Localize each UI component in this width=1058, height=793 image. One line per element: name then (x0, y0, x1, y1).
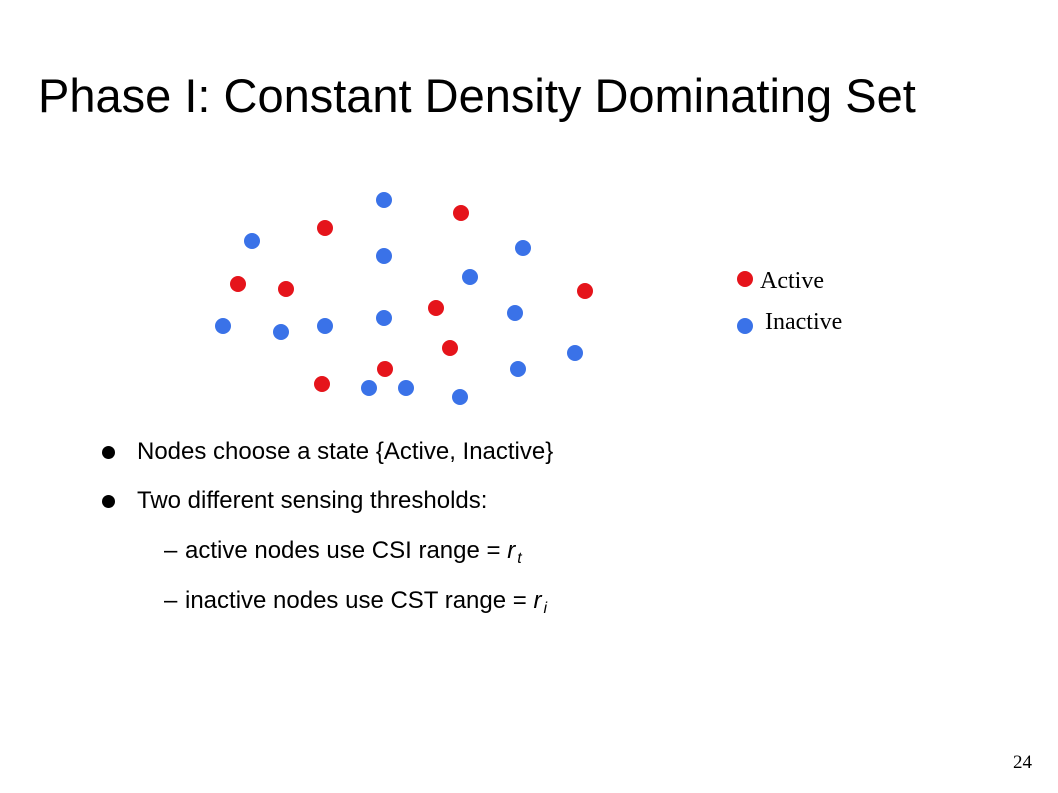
bullet-item: Two different sensing thresholds: (137, 487, 488, 514)
inactive-node (361, 380, 377, 396)
inactive-node (452, 389, 468, 405)
legend-inactive-label: Inactive (765, 309, 843, 335)
inactive-node (398, 380, 414, 396)
legend-inactive-swatch (737, 318, 753, 334)
active-node (278, 281, 294, 297)
legend-active-swatch (737, 271, 753, 287)
active-node (314, 376, 330, 392)
active-node (577, 283, 593, 299)
active-node (317, 220, 333, 236)
inactive-node (376, 192, 392, 208)
inactive-node (462, 269, 478, 285)
bullet-marker (102, 495, 115, 508)
active-node (230, 276, 246, 292)
bullet-marker (102, 446, 115, 459)
slide-title: Phase I: Constant Density Dominating Set (38, 69, 916, 122)
sub-bullet-text: active nodes use CSI range = (185, 537, 508, 564)
inactive-node (215, 318, 231, 334)
subscript: t (517, 550, 522, 567)
inactive-node (244, 233, 260, 249)
node-scatter (215, 192, 593, 405)
bullet-item: Nodes choose a state {Active, Inactive} (137, 438, 554, 465)
active-node (453, 205, 469, 221)
legend (737, 271, 753, 334)
active-node (428, 300, 444, 316)
inactive-node (273, 324, 289, 340)
inactive-node (507, 305, 523, 321)
inactive-node (376, 310, 392, 326)
variable-r: r (507, 537, 516, 564)
subscript: i (543, 600, 547, 617)
active-node (377, 361, 393, 377)
legend-active-label: Active (760, 268, 824, 294)
inactive-node (510, 361, 526, 377)
active-node (442, 340, 458, 356)
inactive-node (376, 248, 392, 264)
inactive-node (515, 240, 531, 256)
variable-r: r (533, 587, 542, 614)
inactive-node (317, 318, 333, 334)
sub-bullet-text: inactive nodes use CST range = (185, 587, 534, 614)
inactive-node (567, 345, 583, 361)
page-number: 24 (1013, 752, 1032, 773)
sub-bullet-dash: – (164, 587, 178, 614)
sub-bullet-dash: – (164, 537, 178, 564)
